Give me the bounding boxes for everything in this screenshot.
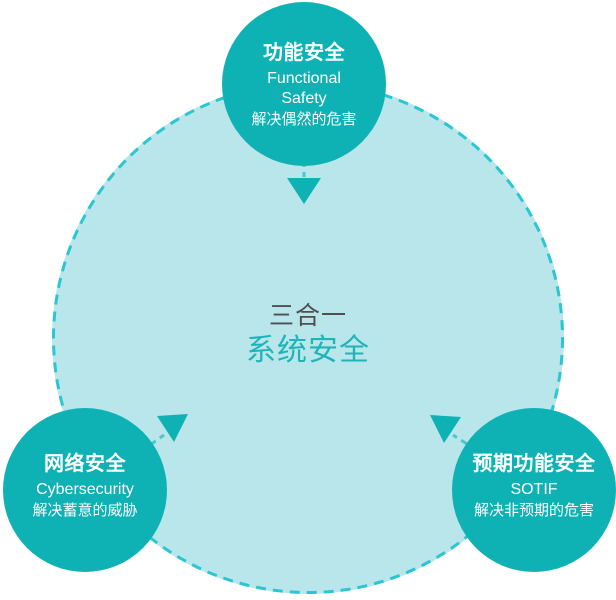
node-description: 解决蓄意的威胁 (32, 501, 138, 519)
node-description: 解决偶然的危害 (251, 110, 357, 128)
node-cybersecurity: 网络安全 Cybersecurity 解决蓄意的威胁 (3, 408, 167, 572)
node-functional-safety: 功能安全 Functional Safety 解决偶然的危害 (222, 2, 386, 166)
center-label: 三合一 系统安全 (52, 300, 564, 370)
node-english-line: Functional (267, 69, 341, 87)
node-title: 功能安全 (263, 41, 345, 64)
node-title: 网络安全 (44, 452, 126, 475)
center-subtitle: 系统安全 (246, 334, 370, 367)
node-english-line: Safety (281, 89, 327, 107)
node-english-line: Cybersecurity (36, 480, 134, 498)
node-title: 预期功能安全 (472, 452, 596, 475)
center-title: 三合一 (268, 302, 347, 330)
node-sotif: 预期功能安全 SOTIF 解决非预期的危害 (452, 408, 616, 572)
node-description: 解决非预期的危害 (473, 501, 594, 519)
node-english-line: SOTIF (510, 480, 558, 498)
